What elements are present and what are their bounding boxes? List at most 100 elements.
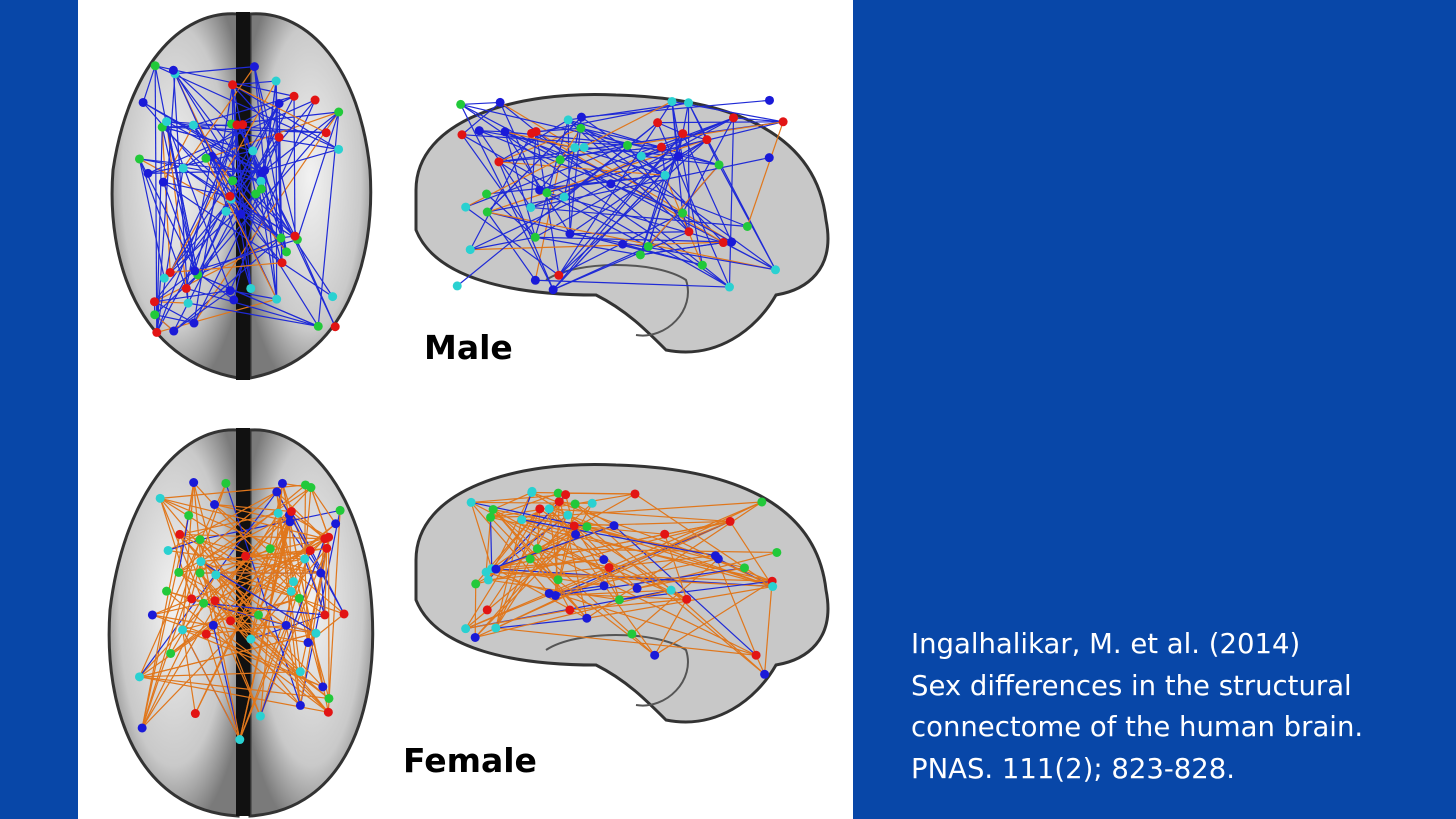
brain-region-node (165, 268, 175, 278)
connection-edge (182, 629, 241, 740)
brain-region-node (178, 163, 188, 173)
brain-region-node (582, 522, 592, 532)
brain-region-node (281, 620, 291, 630)
connection-edge (182, 597, 300, 631)
brain-region-node (650, 650, 660, 660)
connection-edge (142, 65, 156, 103)
connection-edge (495, 568, 605, 587)
connection-edge (560, 144, 628, 161)
brain-region-node (322, 543, 332, 553)
connection-edge (206, 633, 324, 688)
brain-region-node (229, 295, 239, 305)
connection-edge (546, 155, 679, 194)
brain-region-node (236, 209, 246, 219)
connection-edge (307, 613, 345, 644)
brain-region-node (678, 208, 688, 218)
connection-edge (141, 555, 247, 729)
connection-edge (232, 84, 280, 138)
connection-edge (486, 211, 536, 281)
brain-region-node (643, 241, 653, 251)
connection-edge (569, 598, 687, 611)
connection-edge (142, 101, 265, 172)
figure-panel: Male Female (78, 0, 853, 819)
connection-edge (558, 492, 635, 495)
brain-region-node (168, 65, 178, 75)
connection-edge (161, 126, 282, 239)
brain-region-node (656, 142, 666, 152)
connection-edge (138, 158, 199, 276)
connection-edge (182, 167, 298, 241)
connection-edge (294, 235, 336, 327)
connection-edge (475, 493, 636, 585)
brain-region-node (273, 508, 283, 518)
brain-region-node (188, 120, 198, 130)
connection-edge (469, 183, 612, 251)
connection-edge (608, 567, 620, 600)
brain-region-node (195, 535, 205, 545)
brain-region-node (208, 620, 218, 630)
brain-region-node (225, 191, 235, 201)
connection-edge (188, 302, 319, 327)
brain-region-node (630, 489, 640, 499)
brain-region-node (751, 650, 761, 660)
female-label: Female (403, 741, 537, 780)
brain-region-node (149, 297, 159, 307)
connection-edge (199, 539, 292, 592)
connection-edge (569, 231, 689, 235)
connection-edge (504, 131, 571, 235)
connection-edge (470, 236, 536, 251)
connection-edge (236, 124, 296, 237)
brain-region-node (162, 117, 172, 127)
brain-region-node (683, 98, 693, 108)
connection-edge (185, 111, 340, 289)
connection-edge (479, 130, 683, 214)
connection-edge (746, 121, 784, 227)
brain-region-node (544, 504, 554, 514)
brain-region-node (530, 275, 540, 285)
brain-region-node (684, 227, 694, 237)
brain-region-node (727, 237, 737, 247)
connection-edge (200, 561, 300, 599)
brain-region-node (561, 490, 571, 500)
brain-region-node (682, 594, 692, 604)
brain-region-node (303, 638, 313, 648)
brain-region-node (570, 143, 580, 153)
connection-edge (166, 121, 263, 174)
connection-edge (470, 502, 493, 569)
brain-region-node (281, 247, 291, 257)
connection-edge (138, 491, 278, 678)
connection-edge (138, 158, 187, 289)
brain-region-node (582, 613, 592, 623)
brain-region-node (457, 130, 467, 140)
connection-edge (259, 483, 284, 717)
connection-edge (495, 501, 763, 629)
connection-edge (327, 510, 341, 713)
connection-edge (491, 558, 604, 570)
brain-region-node (542, 188, 552, 198)
connection-edge (539, 189, 649, 248)
connection-edge (296, 111, 340, 240)
connection-edge (169, 103, 280, 273)
brain-region-node (576, 123, 586, 133)
connection-edge (154, 314, 195, 324)
brain-region-node (285, 517, 295, 527)
brain-region-node (300, 554, 310, 564)
connection-edge (152, 614, 309, 644)
connection-edge (257, 521, 291, 616)
connection-edge (154, 301, 189, 304)
brain-region-node (272, 487, 282, 497)
connection-edge (139, 624, 214, 678)
connection-edge (654, 580, 773, 656)
connection-edge (474, 534, 577, 638)
brain-region-node (527, 486, 537, 496)
connection-edge (470, 241, 732, 251)
connection-edge (320, 538, 326, 574)
connection-edge (169, 80, 277, 273)
connection-edge (163, 181, 283, 264)
connection-edge (490, 492, 559, 518)
connection-edge (465, 100, 673, 208)
connection-edge (232, 84, 327, 134)
connection-edge (580, 127, 662, 148)
connection-edge (199, 572, 329, 713)
brain-region-node (163, 545, 173, 555)
